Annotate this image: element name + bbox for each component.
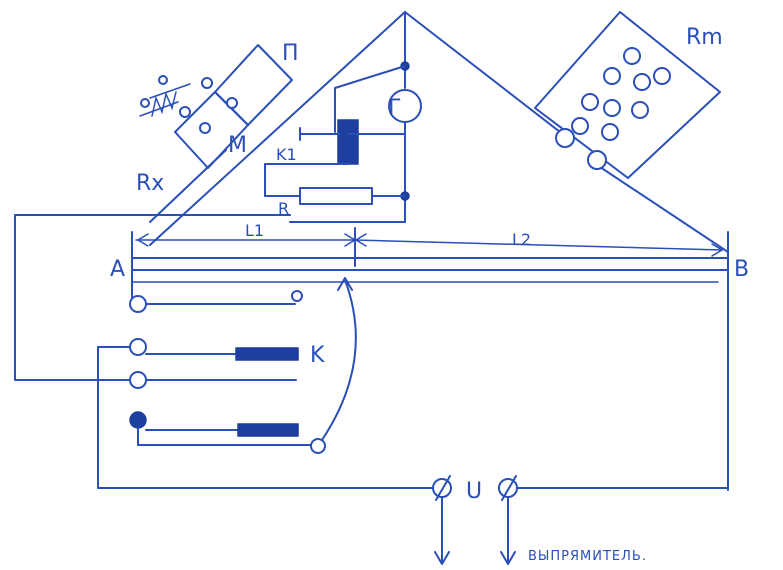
a-label: A [110, 257, 125, 282]
l2-label: L2 [512, 230, 531, 249]
rm-resistance-box [534, 11, 721, 179]
rectifier-label: ВЫПРЯМИТЕЛЬ. [528, 549, 647, 564]
bridge-triangle [149, 11, 729, 253]
slide-wire [131, 227, 729, 491]
u-label: U [466, 479, 482, 504]
m-label: M [228, 133, 247, 158]
rm-label: Rm [686, 25, 723, 50]
rx-label: Rx [136, 171, 164, 196]
r-resistor-branch [264, 133, 406, 223]
galvanometer-branch [299, 11, 422, 223]
galvanometer-label: Г [388, 96, 401, 121]
rectifier-loop [97, 346, 729, 565]
k1-label: K1 [276, 145, 297, 164]
l1-label: L1 [245, 221, 264, 240]
b-label: B [734, 257, 749, 282]
outer-left-wire [14, 214, 291, 381]
r-label: R [278, 199, 289, 218]
key-k-switch[interactable] [97, 277, 357, 454]
px-plug-box [139, 44, 293, 223]
p-label: П [282, 41, 299, 66]
k-label: K [310, 343, 325, 368]
